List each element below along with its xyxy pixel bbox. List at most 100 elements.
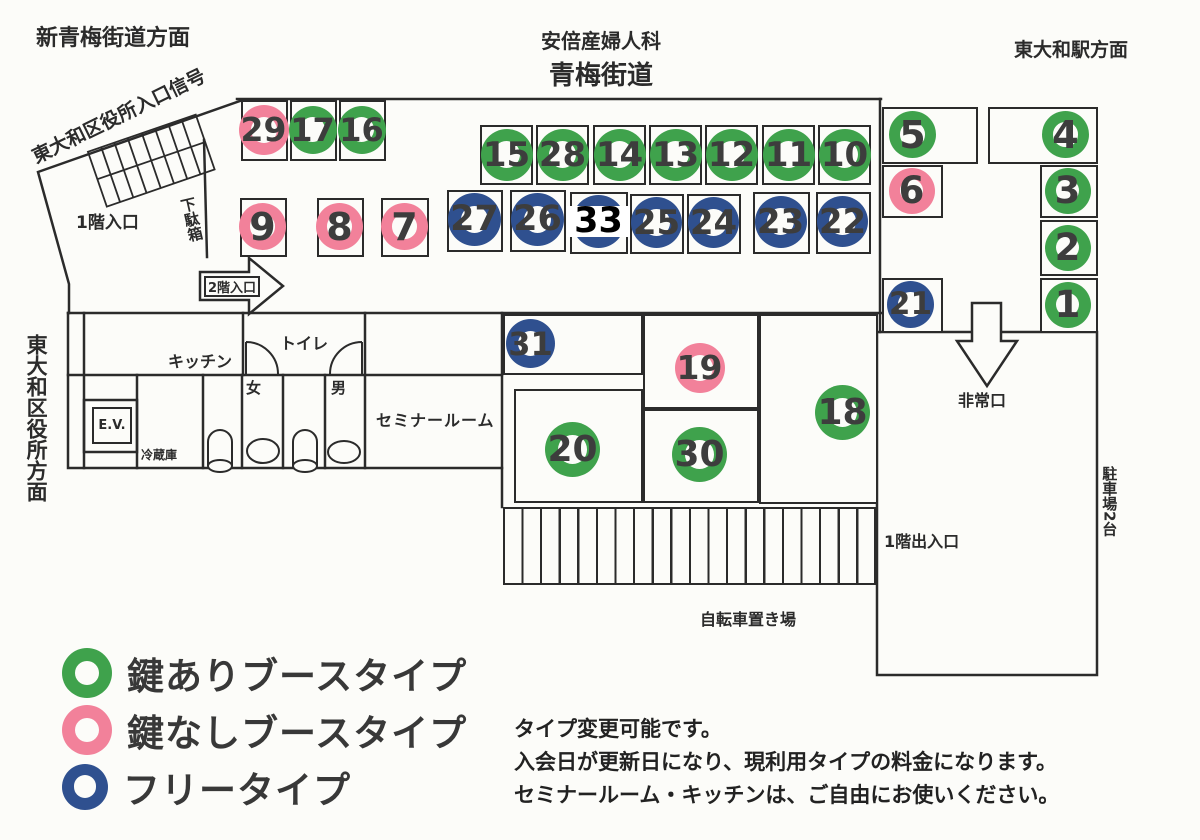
booth-circle-pink: 9 bbox=[239, 203, 286, 250]
booth-5: 5 bbox=[882, 107, 978, 164]
urinal-icon bbox=[207, 429, 233, 466]
elevator-label: E.V. bbox=[92, 407, 132, 444]
legend-circle-green bbox=[62, 647, 112, 698]
booth-circle-pink: 8 bbox=[316, 203, 363, 250]
booth-10: 10 bbox=[818, 125, 871, 185]
women-label: 女 bbox=[246, 379, 262, 397]
booth-14: 14 bbox=[593, 125, 646, 185]
booth-circle-green: 18 bbox=[815, 385, 870, 440]
booth-circle-green: 3 bbox=[1044, 167, 1091, 214]
top-center-heading: 安倍産婦人科 青梅街道 bbox=[515, 25, 687, 92]
booth-circle-blue: 33 bbox=[567, 195, 630, 248]
booth-24: 24 bbox=[687, 194, 741, 254]
booth-12: 12 bbox=[705, 125, 758, 185]
booth-4: 4 bbox=[988, 107, 1098, 164]
note-line: タイプ変更可能です。 bbox=[514, 717, 722, 741]
legend-label: 鍵ありブースタイプ bbox=[127, 654, 468, 698]
booth-16: 16 bbox=[337, 100, 386, 161]
legend-row-green: 鍵ありブースタイプ bbox=[62, 646, 467, 699]
booth-circle-green: 15 bbox=[480, 128, 533, 181]
toilet-icon bbox=[327, 440, 361, 464]
booth-27: 27 bbox=[447, 190, 503, 252]
booth-circle-blue: 21 bbox=[887, 281, 934, 328]
booth-26: 26 bbox=[510, 190, 566, 252]
booth-circle-green: 30 bbox=[672, 427, 727, 482]
booth-1: 1 bbox=[1040, 278, 1098, 333]
top-right-direction-label: 東大和駅方面 bbox=[1014, 39, 1129, 61]
booth-22: 22 bbox=[816, 192, 871, 254]
booth-6: 6 bbox=[882, 165, 943, 218]
booth-17: 17 bbox=[288, 100, 337, 161]
urinal-base-icon bbox=[292, 459, 318, 473]
booth-circle-green: 14 bbox=[593, 128, 646, 181]
men-label: 男 bbox=[331, 379, 347, 397]
booth-circle-blue: 31 bbox=[506, 319, 555, 368]
notes: タイプ変更可能です。 入会日が更新日になり、現利用タイプの料金になります。 セミ… bbox=[514, 713, 1059, 812]
booth-circle-green: 2 bbox=[1044, 224, 1091, 271]
booth-circle-green: 13 bbox=[649, 128, 702, 181]
booth-9: 9 bbox=[239, 198, 287, 257]
toilet-label: トイレ bbox=[280, 334, 329, 353]
bicycle-parking-label: 自転車置き場 bbox=[700, 610, 797, 629]
parking-label: 駐車場2台 bbox=[1100, 466, 1119, 537]
booth-circle-green: 12 bbox=[705, 128, 758, 181]
booth-30: 30 bbox=[643, 409, 759, 503]
booth-circle-pink: 6 bbox=[888, 167, 935, 214]
booth-circle-green: 11 bbox=[762, 128, 815, 181]
toilet-icon bbox=[246, 438, 280, 464]
note-line: セミナールーム・キッチンは、ご自由にお使いください。 bbox=[514, 783, 1060, 807]
booth-circle-green: 16 bbox=[337, 105, 386, 154]
kitchen-toilet-walls bbox=[66, 311, 504, 509]
booth-circle-green: 5 bbox=[889, 111, 936, 158]
booth-circle-pink: 19 bbox=[674, 342, 725, 393]
booth-circle-pink: 29 bbox=[238, 104, 289, 155]
booth-19: 19 bbox=[643, 314, 759, 409]
booth-8: 8 bbox=[316, 198, 364, 257]
urinal-base-icon bbox=[207, 459, 233, 473]
booth-20: 20 bbox=[514, 389, 643, 503]
booth-28: 28 bbox=[536, 125, 589, 185]
top-left-direction-label: 新青梅街道方面 bbox=[36, 26, 191, 51]
booth-2: 2 bbox=[1040, 220, 1098, 276]
booth-31: 31 bbox=[503, 314, 643, 375]
booth-circle-blue: 25 bbox=[631, 197, 682, 248]
booth-circle-blue: 27 bbox=[448, 193, 501, 246]
booth-18: 18 bbox=[759, 314, 878, 504]
booth-25: 25 bbox=[630, 194, 684, 254]
door-arcs bbox=[245, 341, 363, 375]
left-direction-label: 東大和区役所方面 bbox=[24, 334, 49, 502]
booth-circle-pink: 7 bbox=[381, 203, 428, 250]
seminar-room-label: セミナールーム bbox=[376, 411, 495, 430]
legend-row-pink: 鍵なしブースタイプ bbox=[62, 703, 467, 756]
kitchen-label: キッチン bbox=[168, 352, 233, 371]
booth-3: 3 bbox=[1040, 165, 1098, 218]
toilet-fixtures bbox=[207, 429, 361, 473]
booth-circle-green: 28 bbox=[536, 128, 589, 181]
fridge-label: 冷蔵庫 bbox=[141, 448, 178, 462]
booth-23: 23 bbox=[753, 192, 810, 254]
booth-13: 13 bbox=[649, 125, 702, 185]
urinal-icon bbox=[292, 429, 318, 466]
clinic-label: 安倍産婦人科 bbox=[541, 29, 661, 53]
road-label: 青梅街道 bbox=[548, 61, 653, 91]
shoe-rack-grid bbox=[86, 113, 216, 208]
emergency-exit-label: 非常口 bbox=[958, 391, 1007, 410]
floor1-entrance-label: 1階入口 bbox=[76, 213, 139, 233]
booth-15: 15 bbox=[480, 125, 533, 185]
emergency-exit-arrow-icon bbox=[954, 301, 1020, 389]
booth-circle-green: 1 bbox=[1044, 281, 1091, 328]
legend-circle-pink bbox=[62, 704, 112, 755]
legend-circle-blue bbox=[62, 763, 108, 810]
booth-circle-green: 4 bbox=[1042, 111, 1089, 158]
legend: 鍵ありブースタイプ鍵なしブースタイプフリータイプ bbox=[62, 646, 467, 813]
booth-circle-green: 20 bbox=[545, 422, 600, 477]
elevator-shaft bbox=[82, 398, 139, 454]
booth-circle-blue: 23 bbox=[754, 195, 807, 248]
floor2-entrance-label: 2階入口 bbox=[204, 276, 260, 297]
floor1-exit-label: 1階出入口 bbox=[884, 532, 960, 551]
booth-7: 7 bbox=[381, 198, 429, 257]
booth-21: 21 bbox=[882, 278, 943, 333]
legend-label: 鍵なしブースタイプ bbox=[127, 711, 468, 755]
booth-29: 29 bbox=[238, 100, 289, 161]
